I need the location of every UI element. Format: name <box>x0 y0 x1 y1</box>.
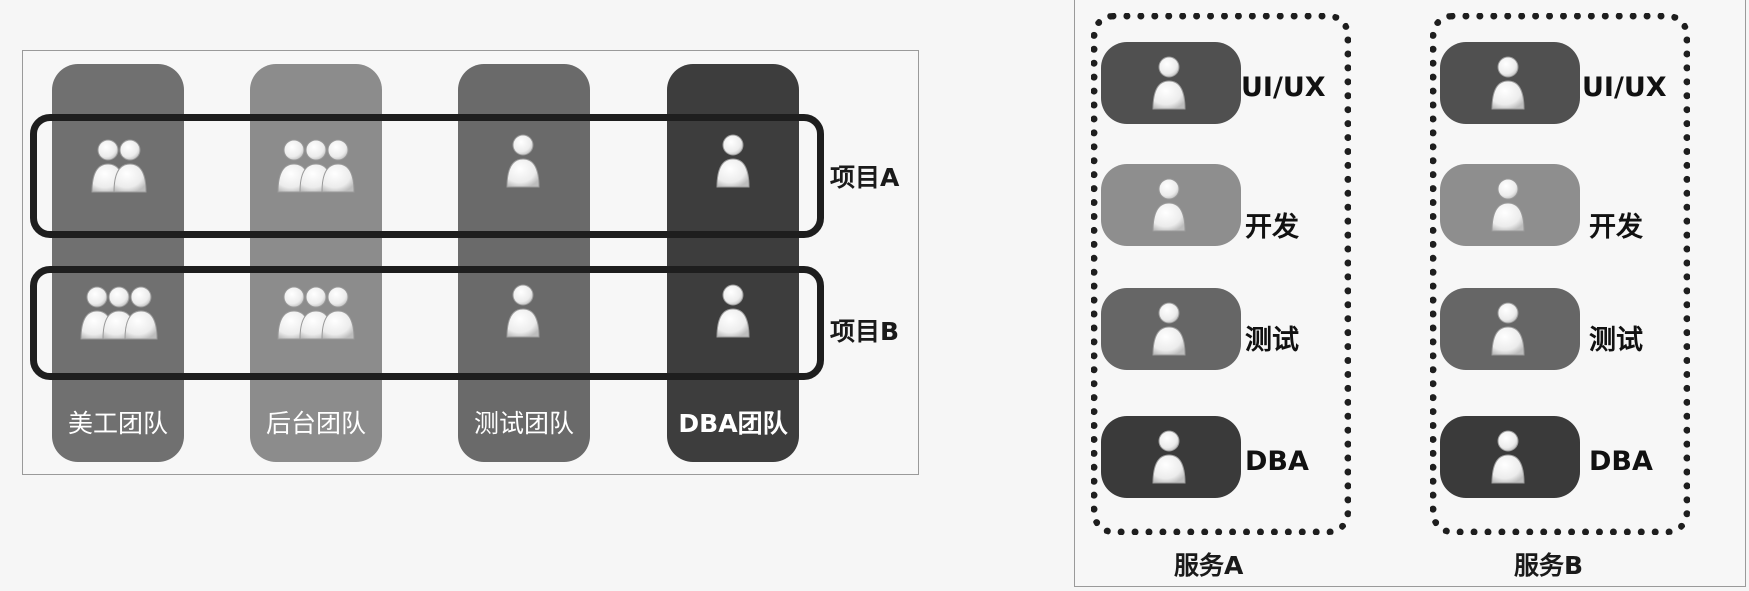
team-label: 测试团队 <box>473 409 574 438</box>
team-label: DBA团队 <box>678 409 788 438</box>
project-a-label: 项目A <box>830 163 900 192</box>
role-label: 测试 <box>1589 325 1643 356</box>
service-a-frame <box>1091 13 1351 535</box>
team-column-art: 美工团队 <box>52 64 184 462</box>
project-b-label: 项目B <box>830 317 900 346</box>
role-label: DBA <box>1589 446 1653 477</box>
person-icon <box>1488 298 1528 360</box>
role-label: 开发 <box>1589 212 1643 243</box>
role-label: UI/UX <box>1241 72 1326 103</box>
person-icon <box>1149 52 1189 114</box>
role-label: 开发 <box>1245 212 1299 243</box>
person-icon <box>1488 426 1528 488</box>
team-column-backend: 后台团队 <box>250 64 382 462</box>
person-icon <box>1488 52 1528 114</box>
project-b-frame <box>30 266 824 380</box>
service-b-frame <box>1430 13 1690 535</box>
team-label: 美工团队 <box>67 409 168 438</box>
person-icon <box>1149 426 1189 488</box>
person-icon <box>1149 174 1189 236</box>
team-column-dba: DBA团队 <box>667 64 799 462</box>
project-a-frame <box>30 114 824 238</box>
service-a-label: 服务A <box>1174 551 1244 580</box>
team-label: 后台团队 <box>265 409 366 438</box>
team-column-testing: 测试团队 <box>458 64 590 462</box>
service-b-label: 服务B <box>1514 551 1584 580</box>
role-label: 测试 <box>1245 325 1299 356</box>
role-label: DBA <box>1245 446 1309 477</box>
person-icon <box>1488 174 1528 236</box>
role-label: UI/UX <box>1582 72 1667 103</box>
person-icon <box>1149 298 1189 360</box>
